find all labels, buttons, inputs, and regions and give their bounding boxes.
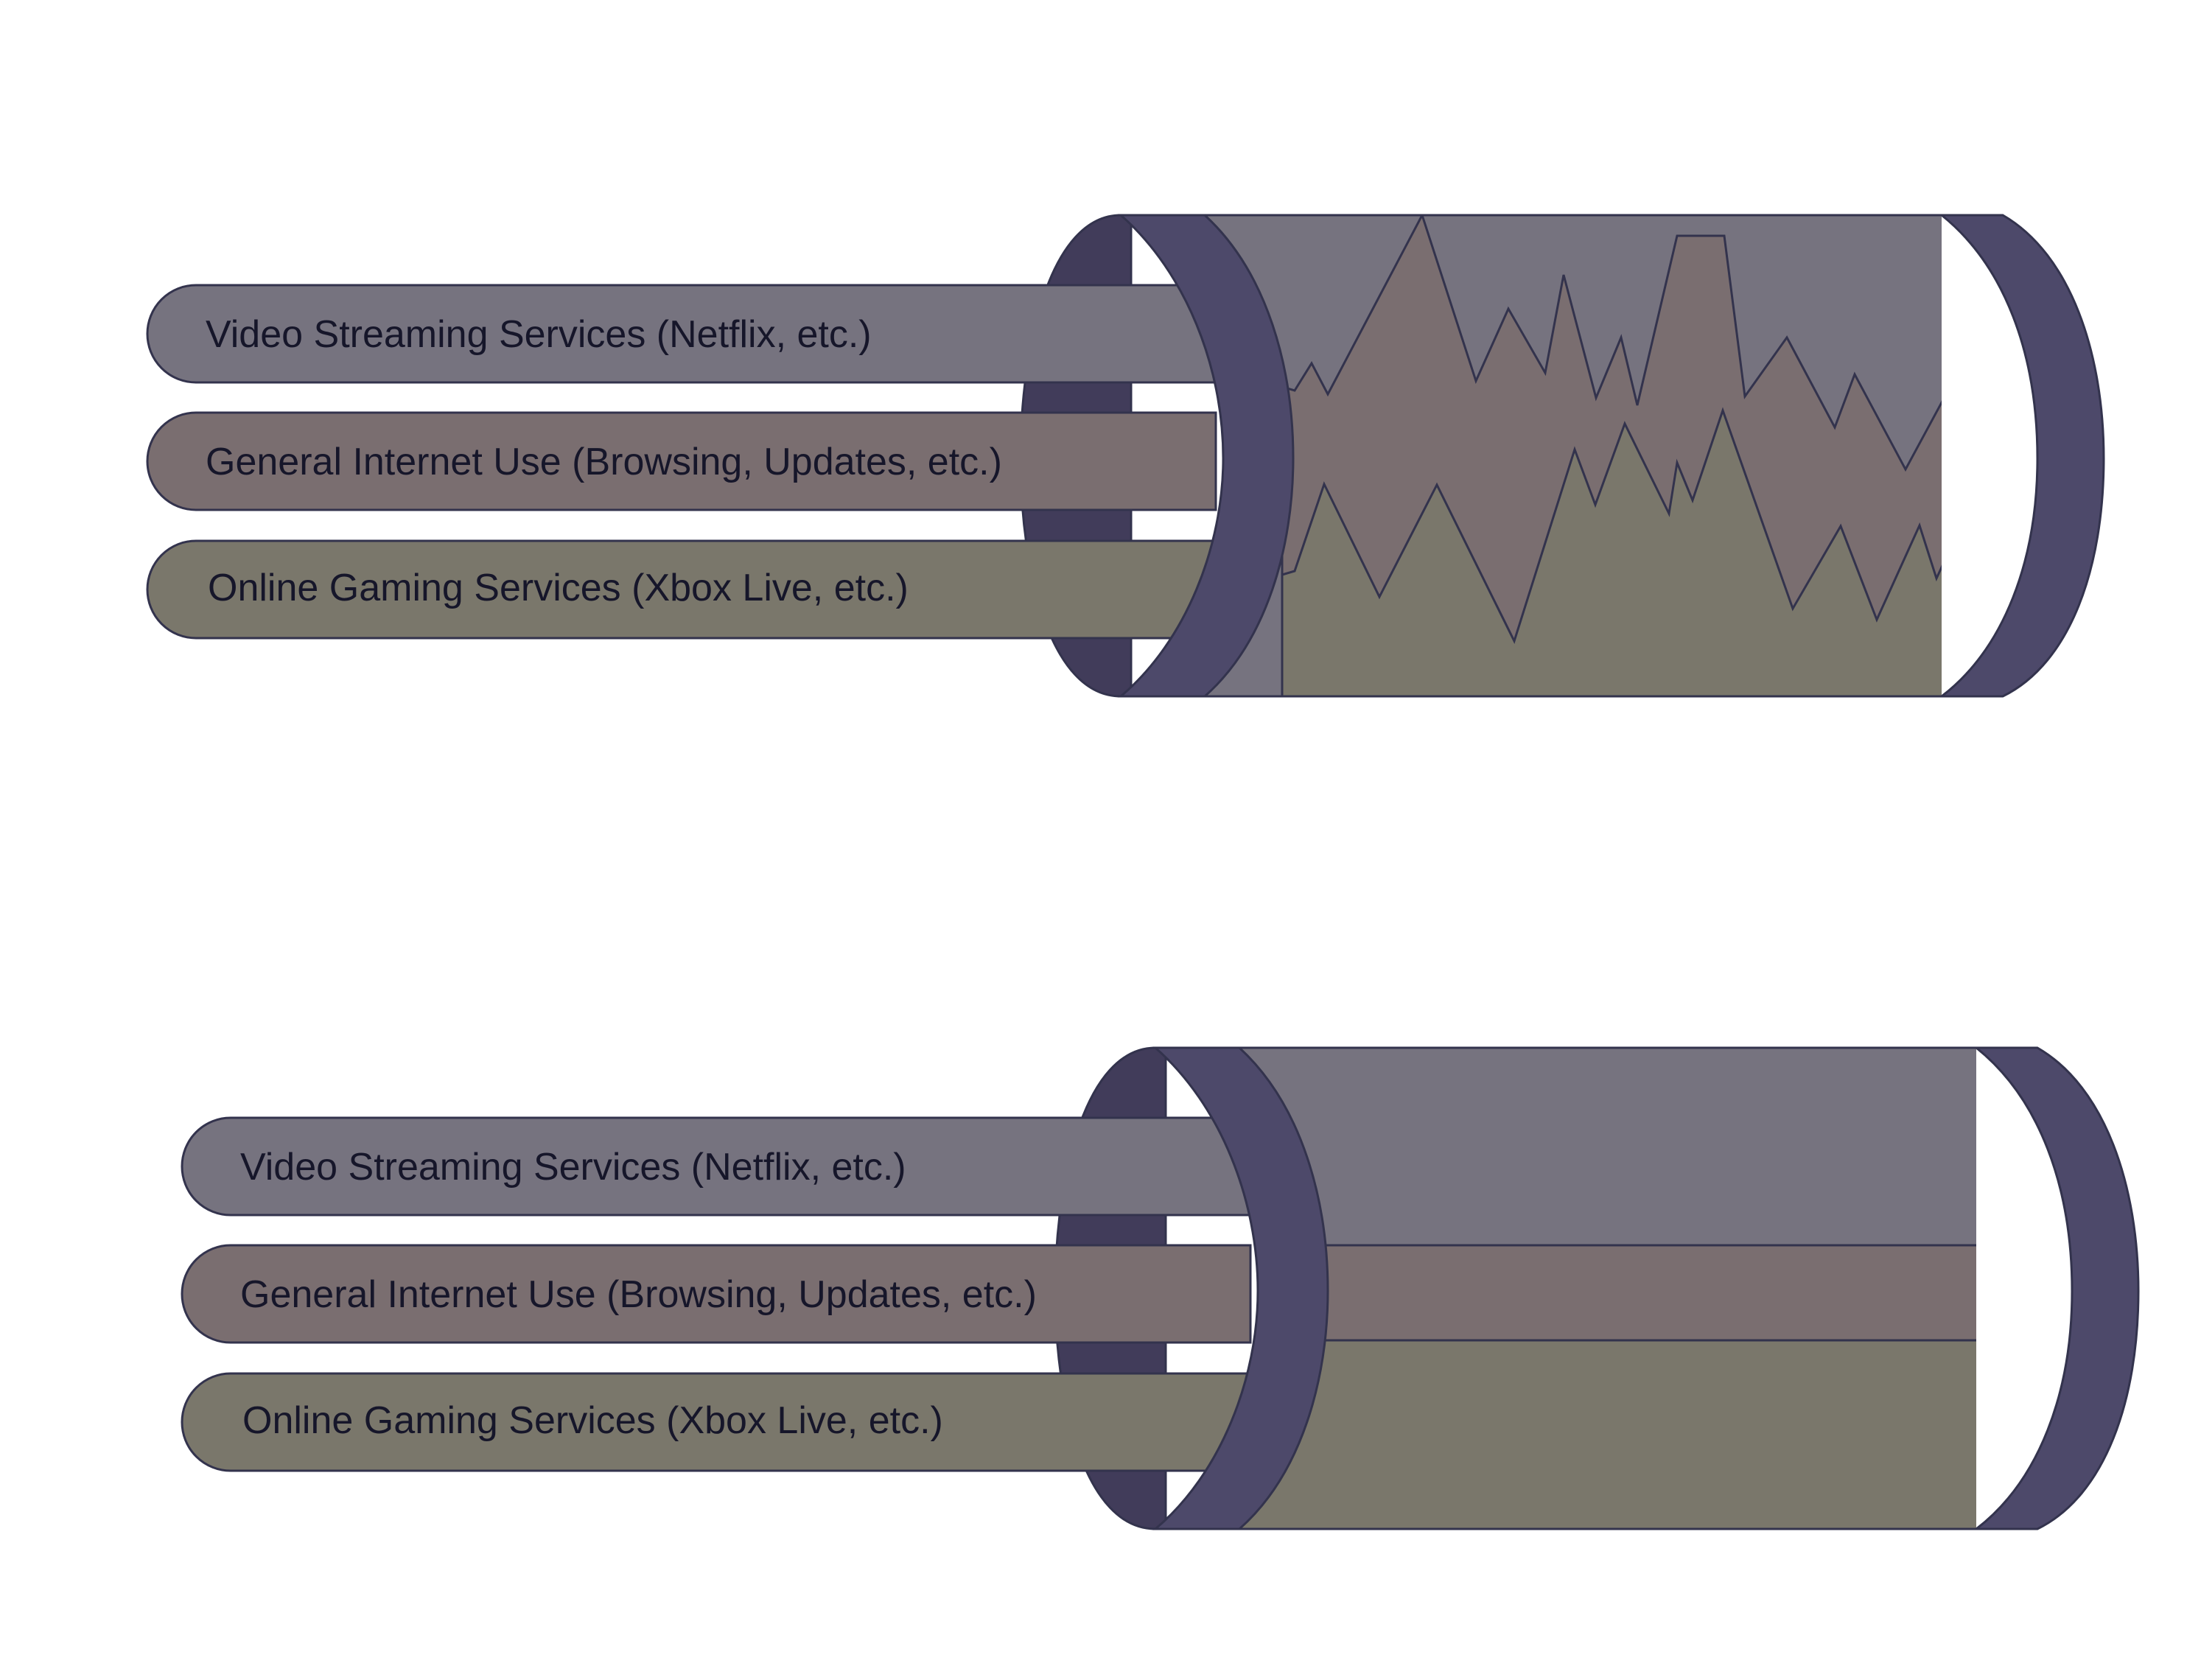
tube-body-constant [1239,1048,1976,1529]
band-online-gaming [1239,1339,1976,1529]
strand-general-internet: General Internet Use (Browsing, Updates,… [146,411,1217,511]
band-general-internet [1239,1244,1976,1342]
strand-label-video-streaming: Video Streaming Services (Netflix, etc.) [240,1146,906,1189]
strand-bar [181,1372,1252,1472]
strand-video-streaming: Video Streaming Services (Netflix, etc.) [146,284,1217,384]
strand-label-online-gaming: Online Gaming Services (Xbox Live, etc.) [208,567,909,609]
strand-label-general-internet: General Internet Use (Browsing, Updates,… [206,441,1002,483]
strand-label-online-gaming: Online Gaming Services (Xbox Live, etc.) [242,1399,943,1442]
strand-bar [146,411,1217,511]
cable-rim-front [1117,214,1295,698]
strand-bar [146,284,1217,384]
strand-general-internet: General Internet Use (Browsing, Updates,… [181,1244,1252,1344]
strand-bar [146,539,1217,640]
strand-bar [181,1116,1252,1217]
strand-label-general-internet: General Internet Use (Browsing, Updates,… [240,1273,1037,1316]
strand-label-video-streaming: Video Streaming Services (Netflix, etc.) [206,313,872,356]
band-online-gaming [1281,407,1942,696]
cable-rim-back [1973,1046,2140,1530]
cable-diagram-variable: Video Streaming Services (Netflix, etc.)… [146,214,2105,698]
strand-video-streaming: Video Streaming Services (Netflix, etc.) [181,1116,1252,1217]
cable-rim-back [1938,214,2105,698]
cable-diagram-constant: Video Streaming Services (Netflix, etc.)… [181,1046,2140,1530]
strand-bar [181,1244,1252,1344]
cable-rim-front [1152,1046,1329,1530]
strand-online-gaming: Online Gaming Services (Xbox Live, etc.) [146,539,1217,640]
tube-body-variable [1205,215,1942,696]
band-video-streaming [1239,1048,1976,1245]
strand-online-gaming: Online Gaming Services (Xbox Live, etc.) [181,1372,1252,1472]
